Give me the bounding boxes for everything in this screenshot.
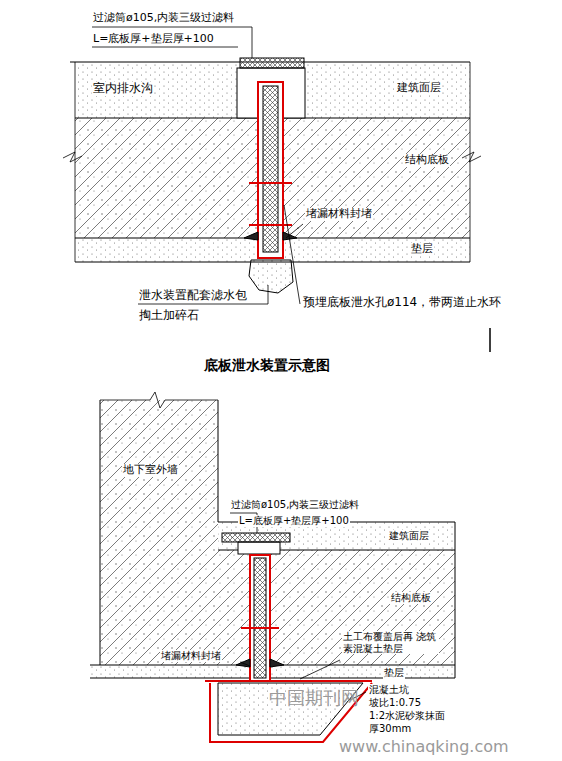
note-label: 坡比1:0.75 [368,697,422,709]
layer-label: 结构底板 [404,154,450,167]
part-label: 堵漏材料封堵 [160,650,222,662]
figure-two [90,392,455,742]
dimension-label: L=底板厚+垫层厚+100 [92,33,215,46]
note-label: 1:2水泥砂浆抹面 [368,710,446,722]
note-label: 土工布覆盖后再 浇筑素混凝土垫层 [342,631,439,654]
dimension-label: 厚30mm [368,723,412,735]
part-label: 泄水装置配套滤水包 [138,289,248,303]
watermark: www.chinaqking.com [338,738,510,756]
part-label: 预埋底板泄水孔ø114，带两道止水环 [302,296,502,310]
figure-caption: 底板泄水装置示意图 [203,357,331,373]
watermark: 中国期刊网 [268,688,360,709]
part-label: 掏土加碎石 [138,309,200,323]
layer-label: 结构底板 [390,592,432,604]
layer-label: 建筑面层 [388,530,430,542]
part-label: 堵漏材料封堵 [305,208,373,221]
part-label: 过滤筒ø105,内装三级过滤料 [92,12,235,25]
part-label: 混凝土坑 [368,684,410,696]
part-label: 室内排水沟 [92,82,154,96]
layer-label: 建筑面层 [396,82,442,95]
layer-label: 垫层 [383,667,405,679]
part-label: 过滤筒ø105,内装三级过滤料 [230,499,360,511]
part-label: 地下室外墙 [122,464,179,477]
dimension-label: L=底板厚+垫层厚+100 [238,515,350,527]
layer-label: 垫层 [410,243,434,256]
